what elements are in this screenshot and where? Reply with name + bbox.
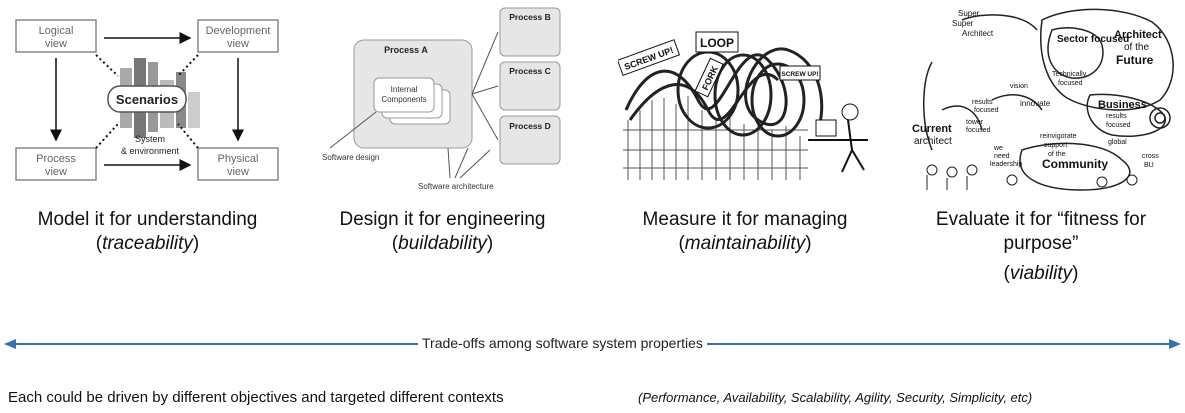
svg-text:Future: Future [1116, 53, 1154, 67]
process-d-label: Process D [509, 121, 551, 131]
process-view-label: Process [36, 153, 76, 165]
caption-measure: Measure it for managing (maintainability… [642, 209, 848, 254]
roller-coaster-illustration: SCREW UP! LOOP FORK SCREW UP! [618, 0, 878, 190]
technically-focused-text: Technically [1052, 71, 1087, 78]
process-d-box [499, 115, 561, 165]
svg-text:focused: focused [974, 107, 999, 114]
caption-design-quality: buildability [398, 233, 487, 254]
super-architect-text: Super [958, 9, 980, 18]
process-c-label: Process C [509, 66, 551, 76]
scenarios-pill [107, 85, 187, 113]
svg-text:view: view [45, 166, 67, 178]
process-view-box [15, 147, 97, 181]
physical-view-box [197, 147, 279, 181]
development-view-box [197, 19, 279, 53]
svg-text:results: results [1106, 113, 1127, 120]
development-view-label: Development [206, 25, 271, 37]
caption-evaluate-quality: viability [1009, 263, 1073, 284]
tradeoff-label: Trade-offs among software system propert… [418, 335, 707, 351]
svg-text:Components: Components [381, 95, 426, 104]
sector-focused-text: Sector focused [1057, 34, 1129, 45]
svg-text:BU: BU [1144, 162, 1154, 169]
software-architecture-label: Software architecture [418, 182, 494, 191]
svg-text:view: view [227, 166, 249, 178]
svg-text:architect: architect [914, 136, 952, 147]
svg-text:focused: focused [1106, 122, 1131, 129]
internal-components-box [373, 77, 435, 113]
svg-text:view: view [45, 38, 67, 50]
process-design-diagram: Process A Internal Components Process B … [300, 0, 580, 191]
caption-measure-quality: maintainability [684, 233, 806, 254]
svg-text:& environment: & environment [121, 146, 180, 156]
reinvigorate-text: reinvigorate [1040, 133, 1077, 140]
caption-model-quality: traceability [102, 233, 193, 254]
community-text: Community [1042, 157, 1108, 171]
screw-up-sign-right: SCREW UP! [781, 71, 818, 78]
current-architect-text: Current [912, 123, 952, 135]
software-design-label: Software design [322, 153, 379, 162]
tower-focused-text: tower [966, 119, 984, 126]
global-text: global [1108, 139, 1127, 146]
properties-list: (Performance, Availability, Scalability,… [638, 390, 1033, 405]
svg-text:focused: focused [966, 127, 991, 134]
svg-text:leadership: leadership [990, 161, 1022, 168]
scenarios-label: Scenarios [116, 92, 178, 107]
architect-future-text: Architect [1114, 29, 1162, 41]
caption-evaluate: Evaluate it for “fitness for purpose” (v… [935, 209, 1147, 284]
svg-text:Architect: Architect [962, 29, 994, 38]
internal-components-label: Internal [391, 85, 418, 94]
svg-text:of the: of the [1124, 42, 1149, 53]
svg-text:focused: focused [1058, 80, 1083, 87]
svg-text:need: need [994, 153, 1010, 160]
process-b-label: Process B [509, 12, 551, 22]
svg-text:support: support [1044, 142, 1067, 149]
cross-bu-text: cross [1142, 153, 1159, 160]
svg-text:view: view [227, 38, 249, 50]
caption-design: Design it for engineering (buildability) [339, 209, 546, 254]
system-label: System [135, 134, 165, 144]
view-model-diagram: Logical view Development view Process vi… [0, 0, 290, 190]
architect-sketch-illustration: Sector focused Architect of the Future S… [902, 0, 1182, 191]
svg-text:of the: of the [1048, 151, 1066, 158]
business-results-text: Business [1098, 99, 1147, 111]
caption-model: Model it for understanding (traceability… [37, 209, 258, 254]
results-focused-text: results [972, 99, 993, 106]
physical-view-label: Physical [218, 153, 259, 165]
process-c-box [499, 61, 561, 111]
process-b-box [499, 7, 561, 57]
leadership-text: we [993, 145, 1003, 152]
process-a-label: Process A [384, 45, 428, 55]
objectives-note: Each could be driven by different object… [8, 389, 504, 406]
vision-text: vision [1010, 83, 1028, 90]
innovate-text: innovate [1020, 99, 1051, 108]
logical-view-box [15, 19, 97, 53]
logical-view-label: Logical [39, 25, 74, 37]
loop-sign: LOOP [700, 36, 734, 50]
svg-text:Super: Super [952, 19, 974, 28]
